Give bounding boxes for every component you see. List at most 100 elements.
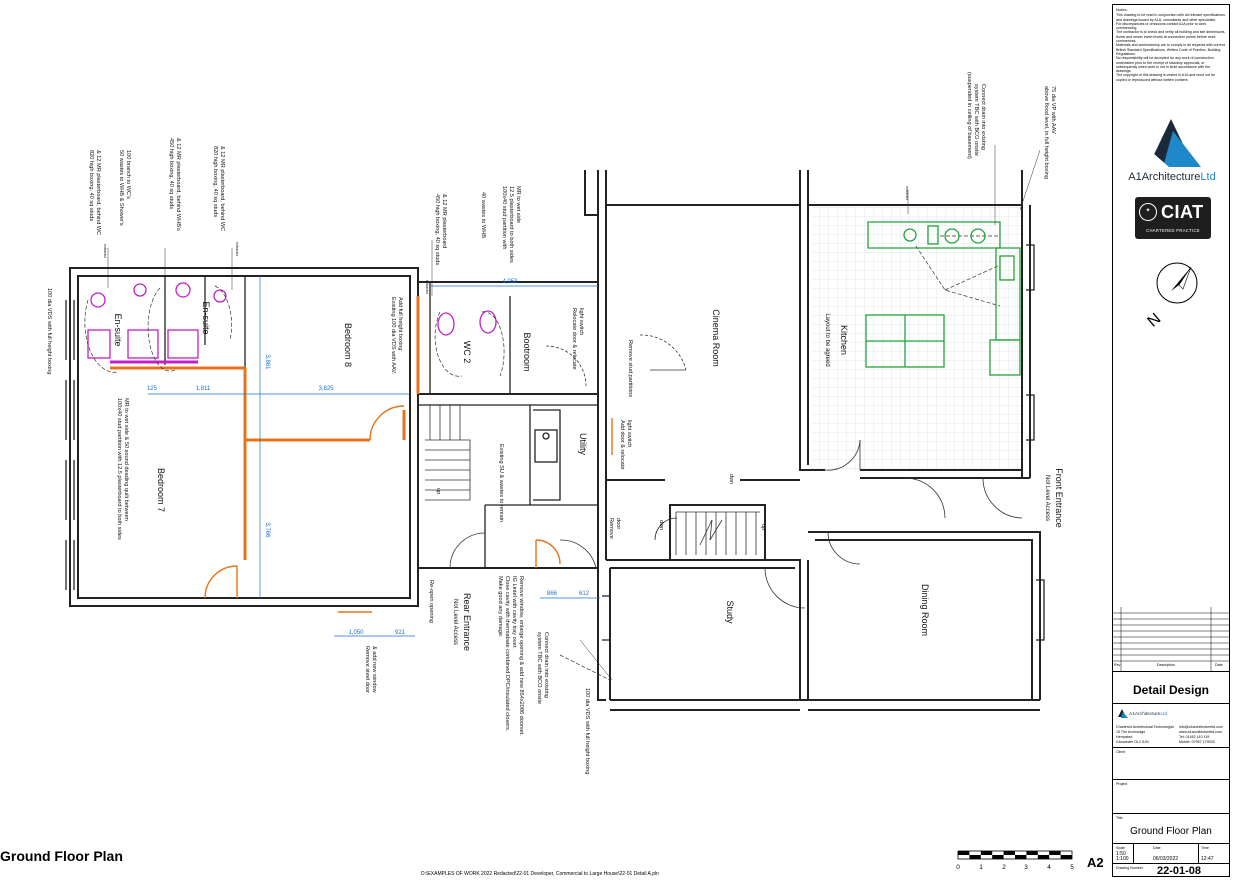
divider [1133,844,1134,864]
dim-125: 125 [147,386,158,392]
firm-line: Chartered Architectural Technologist [1116,725,1174,729]
stair-up-1: up [760,524,766,530]
ciat-word: CIAT [1161,202,1204,222]
firm-logo-icon [1118,709,1128,718]
note-reopen: Re-open opening [428,580,434,623]
room-label-utility: Utility [578,433,588,455]
scale-label-1: 1 [979,864,983,871]
room-label-bootroom: Bootroom [522,332,532,371]
brand-name: A1ArchitectureLtd [1121,171,1223,183]
note-vds-a: Existing 100 dia VDS with AAV. [390,297,396,375]
stage-label: Detail Design [1132,683,1210,697]
note-kitchen-drain-a: Connect drain into existing [980,84,986,150]
room-label-ensuite-1: En-suite [113,313,123,346]
stair-dwn-2: dwn [658,520,664,530]
note-remove-door-a: Remove [608,518,614,539]
front-entrance-sub: Not Level Access [1044,475,1050,521]
room-label-study: Study [725,600,735,624]
general-notes: Notes: This drawing to be read in conjun… [1116,7,1226,82]
extractor-label-3: extractor [425,280,429,295]
extractor-label-1: extractor [103,244,107,259]
brand-suffix: Ltd [1200,171,1216,183]
dim-3766: 3,766 [264,522,270,538]
note-steel-door-a: Remove steel door [364,646,370,693]
note-existing-su: Existing SU & wastes to remain [498,444,504,522]
firm-website: www.a1architectureltd.com [1179,730,1222,734]
dim-4053: 4,053 [502,279,518,285]
note-add-door-a: Add door & relocate [619,420,625,469]
note-vds-b: Add full height boxing [397,297,403,351]
sheet-size: A2 [1087,855,1104,870]
dim-921: 921 [395,630,406,636]
note-partition-a: 100x40 stud partition with 12.5 plasterb… [116,398,122,540]
firm-mobile: Mobile: 07957 179033 [1179,740,1215,744]
note-line: For discrepancies or omissions contact A… [1116,21,1207,31]
kitchen-tiled-floor [812,206,1024,471]
note-vp-a: 75 dia VP with AAV [1050,86,1056,134]
note-wastes-a: 50 wastes to WHB & Shower's [118,150,124,226]
note-remove-door-b: door [615,518,621,529]
dim-1050: 1,050 [348,630,364,636]
dim-612: 612 [579,591,590,597]
brand-main: A1Architecture [1128,171,1201,183]
note-vds-left: 100 dia VDS with full height boxing [46,288,52,374]
kitchen-units [865,221,1021,376]
time-value: 12:47 [1201,856,1214,862]
a1-architecture-logo [1145,119,1201,167]
note-steel-door-b: & add new window [371,646,377,694]
room-label-rear-entrance: Rear Entrance [462,593,472,651]
note-line: This drawing to be read in conjunction w… [1116,13,1225,22]
title-value: Ground Floor Plan [1130,826,1212,837]
note-kitchen-drain-b: system TBC with BCO onsite [973,84,979,156]
scale-bar [957,850,1073,860]
scale-date-row: Scale 1:50 1:100 Date 06/03/2022 Time 12… [1113,843,1229,864]
room-label-bedroom8: Bedroom 8 [343,323,353,367]
room-label-front-entrance: Front Entrance [1054,468,1064,528]
new-stud-partitions [110,296,420,560]
rev-col-rev: Rev [1114,663,1121,667]
client-label: Client [1116,750,1126,754]
scale-label-2: 2 [1002,864,1006,871]
note-boxing-b: & 12 MR plasterboard [441,194,447,248]
client-box: Client [1113,747,1229,779]
firm-tel: Tel: 01452 410 119 [1179,735,1210,739]
note-drain-b: system TBC with BCO onsite [536,632,542,704]
note-stud-b: 12.5 plasterboard to both sides [508,186,514,263]
door-swings [449,334,1023,609]
note-wc-boxing-1b: & 12 MR plasterboard, behind WC [95,150,101,235]
scale-label: Scale [1116,846,1125,850]
rev-col-description: Description [1157,663,1175,667]
room-label-dining: Dining Room [920,584,930,636]
firm-box: A1ArchitectureLtd Chartered Architectura… [1113,703,1229,747]
note-whb-boxing-b: & 12 MR plasterboard, behind WHB's [175,138,181,231]
revision-header: Rev Description Date [1113,659,1229,671]
scale-b: 1:100 [1116,856,1129,862]
time-label: Time [1201,846,1209,850]
dim-866: 866 [547,591,558,597]
note-line: No responsibility will be accepted for a… [1116,56,1214,74]
drawing-number-label: Drawing Number [1116,866,1143,870]
scale-label-0: 0 [956,864,960,871]
note-partition-b: MR to wet side & 50 sound deading quilt … [123,398,129,521]
note-drain-a: Connect drain into existing [543,632,549,698]
note-vds-study: 100 dia VDS with full height boxing [584,688,590,774]
firm-name-main: A1Architecture [1129,712,1161,717]
note-stud-a: 100x40 stud partition with [501,186,507,249]
dim-3861: 3,861 [264,354,270,370]
note-whb-boxing-a: 450 high boxing, 40 sq studs [168,138,174,209]
note-kitchen-drain-c: (suspended in ceiling of basement) [966,72,972,159]
scale-label-3: 3 [1024,864,1028,871]
note-relocate-door-a: Relocate door & relocate [571,308,577,370]
room-label-bedroom7: Bedroom 7 [156,468,166,512]
note-line: The copyright of this drawing is vested … [1116,73,1216,82]
note-add-door-b: light switch [626,420,632,447]
drainage-runs [84,235,1001,681]
notes-heading: Notes: [1116,7,1128,12]
north-arrow-icon: N [1145,262,1198,331]
drawing-title: Ground Floor Plan [0,848,123,864]
note-window-b: IG Lintel with cavity tray over. [511,576,517,649]
firm-line: 15 The Anchorage [1116,730,1146,734]
room-label-kitchen: Kitchen [839,325,849,355]
stairs [425,405,760,555]
title-label: Title [1116,816,1123,820]
